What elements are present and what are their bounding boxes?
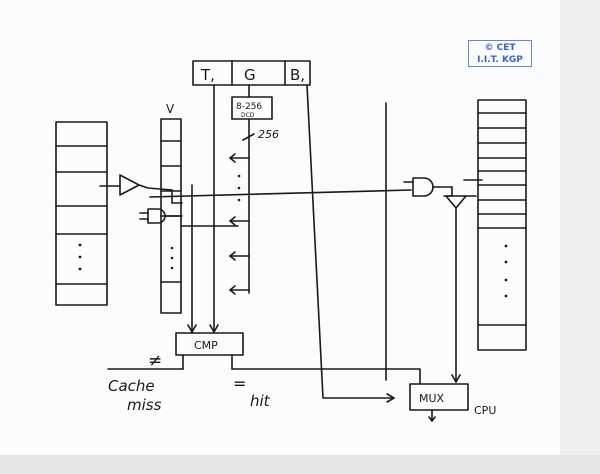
hit-label: hit	[250, 392, 271, 410]
mux-label: MUX	[419, 392, 445, 405]
word-line-link	[171, 189, 183, 204]
cpu-label: CPU	[474, 404, 496, 417]
cache-miss-label-line2: miss	[127, 396, 162, 414]
not-equal-symbol: ≠	[148, 351, 162, 371]
data-memory-block	[477, 99, 527, 351]
cache-miss-label-line1: Cache	[108, 377, 155, 395]
block-offset-arrowhead	[386, 393, 395, 403]
bus-width-slash	[242, 133, 255, 141]
decoder-output-count: 256	[258, 128, 279, 141]
and-gate-right	[403, 177, 453, 197]
equal-symbol: =	[233, 374, 246, 393]
logo-line-2: I.I.T. KGP	[477, 55, 523, 65]
register-field-g: G	[244, 66, 256, 84]
word-line-upper	[149, 189, 412, 198]
decoder-output-arrows	[229, 153, 250, 295]
ellipsis-dots	[78, 174, 508, 298]
block-offset-line	[306, 84, 395, 399]
data-buffer	[443, 179, 483, 383]
and-gate-left	[139, 208, 183, 224]
buffer-gate	[99, 174, 173, 196]
address-register	[192, 60, 311, 86]
register-field-t: T,	[200, 66, 215, 84]
decoder-label: 8-256	[236, 102, 262, 112]
hit-to-mux-line	[231, 368, 421, 384]
comparator-label: CMP	[194, 339, 218, 352]
mux-box	[409, 383, 469, 411]
comparator-box	[175, 332, 244, 356]
whiteboard-right-shade	[560, 0, 600, 474]
tag-memory-block	[55, 121, 108, 306]
decoder-sublabel: DCD	[241, 112, 255, 119]
decoder-box	[231, 96, 273, 120]
tag-field-arrowhead	[209, 324, 219, 333]
whiteboard-bottom-shade	[0, 455, 600, 474]
valid-column-label: V	[166, 102, 175, 116]
cet-logo: © CET I.I.T. KGP	[468, 40, 532, 67]
tag-memory-arrowhead	[187, 324, 197, 333]
logo-line-1: © CET	[484, 43, 516, 53]
mux-output-arrowhead	[428, 416, 436, 422]
register-field-b: B,	[290, 66, 305, 84]
